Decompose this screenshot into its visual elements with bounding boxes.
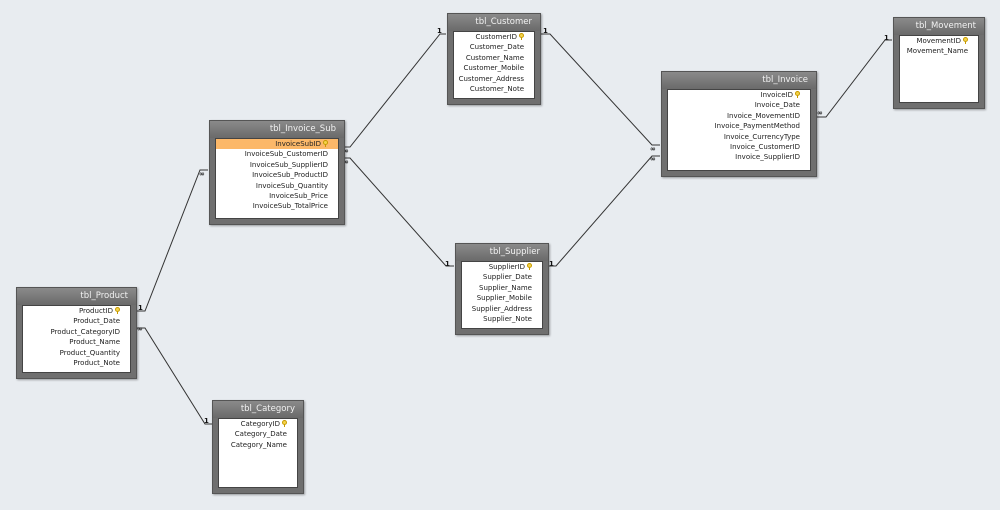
table-customer[interactable]: tbl_Customer CustomerID Customer_Date Cu… (447, 13, 541, 105)
relationship-line-invoice-movement[interactable] (816, 39, 892, 118)
relationship-line-invoice-supplier[interactable] (547, 155, 660, 267)
label-one-customer-right: 1 (543, 27, 548, 35)
table-invoice-fields: InvoiceID Invoice_Date Invoice_MovementI… (667, 89, 811, 171)
field-product-category-id[interactable]: Product_CategoryID (50, 327, 120, 336)
primary-key-icon (963, 37, 968, 44)
table-product-title[interactable]: tbl_Product (17, 288, 136, 305)
field-invoicesub-product-id[interactable]: InvoiceSub_ProductID (252, 171, 328, 180)
table-movement-title[interactable]: tbl_Movement (894, 18, 984, 35)
field-supplier-date[interactable]: Supplier_Date (482, 273, 532, 282)
field-invoice-payment-method[interactable]: Invoice_PaymentMethod (714, 122, 800, 131)
label-many-invoice-movement: ∞ (817, 109, 823, 117)
field-customer-date[interactable]: Customer_Date (469, 43, 524, 52)
table-supplier-fields: SupplierID Supplier_Date Supplier_Name S… (461, 261, 543, 329)
label-one-category: 1 (204, 417, 209, 425)
label-one-supplier-right: 1 (549, 260, 554, 268)
field-supplier-id[interactable]: SupplierID (462, 262, 542, 272)
table-invoice-title[interactable]: tbl_Invoice (662, 72, 816, 89)
field-product-name[interactable]: Product_Name (69, 338, 120, 347)
field-category-id[interactable]: CategoryID (219, 419, 297, 429)
table-invoice-sub[interactable]: tbl_Invoice_Sub InvoiceSubID InvoiceSub_… (209, 120, 345, 225)
field-invoice-supplier-id[interactable]: Invoice_SupplierID (735, 153, 800, 162)
table-supplier[interactable]: tbl_Supplier SupplierID Supplier_Date Su… (455, 243, 549, 335)
field-product-note[interactable]: Product_Note (73, 358, 120, 367)
field-supplier-address[interactable]: Supplier_Address (471, 304, 532, 313)
field-invoicesub-price[interactable]: InvoiceSub_Price (269, 191, 328, 200)
table-customer-fields: CustomerID Customer_Date Customer_Name C… (453, 31, 535, 99)
field-invoice-customer-id[interactable]: Invoice_CustomerID (730, 142, 800, 151)
primary-key-icon (519, 33, 524, 40)
field-invoice-movement-id[interactable]: Invoice_MovementID (726, 111, 800, 120)
field-customer-id[interactable]: CustomerID (454, 32, 534, 42)
field-supplier-mobile[interactable]: Supplier_Mobile (476, 294, 532, 303)
label-one-movement: 1 (884, 34, 889, 42)
primary-key-icon (282, 420, 287, 427)
label-one-customer: 1 (437, 27, 442, 35)
field-movement-id[interactable]: MovementID (900, 36, 978, 46)
field-invoice-id[interactable]: InvoiceID (668, 90, 810, 100)
field-customer-name[interactable]: Customer_Name (465, 53, 524, 62)
table-invoice-sub-fields: InvoiceSubID InvoiceSub_CustomerID Invoi… (215, 138, 339, 219)
field-category-name[interactable]: Category_Name (230, 440, 287, 449)
relationship-line-invoicesub-customer[interactable] (343, 33, 446, 148)
field-invoicesub-total-price[interactable]: InvoiceSub_TotalPrice (252, 202, 328, 211)
label-many-invoicesub-product: ∞ (199, 170, 205, 178)
primary-key-icon (795, 91, 800, 98)
label-many-invoice-customer: ∞ (650, 145, 656, 153)
field-category-date[interactable]: Category_Date (234, 430, 287, 439)
table-category-title[interactable]: tbl_Category (213, 401, 303, 418)
table-invoice-sub-title[interactable]: tbl_Invoice_Sub (210, 121, 344, 138)
table-invoice[interactable]: tbl_Invoice InvoiceID Invoice_Date Invoi… (661, 71, 817, 177)
label-many-product-category: ∞ (137, 325, 143, 333)
field-customer-address[interactable]: Customer_Address (458, 74, 524, 83)
label-many-invoicesub-supplier: ∞ (343, 158, 349, 166)
field-invoicesub-id[interactable]: InvoiceSubID (216, 139, 338, 150)
field-invoicesub-quantity[interactable]: InvoiceSub_Quantity (255, 181, 328, 190)
relationship-line-invoice-customer[interactable] (540, 33, 660, 146)
table-category-fields: CategoryID Category_Date Category_Name (218, 418, 298, 488)
relationship-line-invoicesub-supplier[interactable] (343, 157, 454, 267)
primary-key-icon (323, 140, 328, 147)
label-many-invoicesub-customer: ∞ (343, 147, 349, 155)
table-movement-fields: MovementID Movement_Name (899, 35, 979, 103)
table-supplier-title[interactable]: tbl_Supplier (456, 244, 548, 261)
table-customer-title[interactable]: tbl_Customer (448, 14, 540, 31)
relationship-line-invoicesub-product[interactable] (135, 169, 208, 312)
field-customer-mobile[interactable]: Customer_Mobile (463, 64, 524, 73)
field-supplier-name[interactable]: Supplier_Name (479, 283, 532, 292)
label-one-supplier: 1 (445, 260, 450, 268)
field-customer-note[interactable]: Customer_Note (469, 84, 524, 93)
field-movement-name[interactable]: Movement_Name (906, 47, 968, 56)
field-invoice-date[interactable]: Invoice_Date (754, 101, 800, 110)
field-invoicesub-customer-id[interactable]: InvoiceSub_CustomerID (244, 150, 328, 159)
primary-key-icon (115, 307, 120, 314)
primary-key-icon (527, 263, 532, 270)
label-one-product: 1 (138, 304, 143, 312)
table-category[interactable]: tbl_Category CategoryID Category_Date Ca… (212, 400, 304, 494)
label-many-invoice-supplier: ∞ (650, 155, 656, 163)
field-product-quantity[interactable]: Product_Quantity (59, 348, 120, 357)
relationship-line-product-category[interactable] (135, 327, 212, 425)
table-product[interactable]: tbl_Product ProductID Product_Date Produ… (16, 287, 137, 379)
table-product-fields: ProductID Product_Date Product_CategoryI… (22, 305, 131, 373)
field-product-date[interactable]: Product_Date (73, 317, 120, 326)
field-supplier-note[interactable]: Supplier_Note (483, 314, 532, 323)
field-invoice-currency-type[interactable]: Invoice_CurrencyType (723, 132, 800, 141)
table-movement[interactable]: tbl_Movement MovementID Movement_Name (893, 17, 985, 109)
field-invoicesub-supplier-id[interactable]: InvoiceSub_SupplierID (249, 160, 328, 169)
field-product-id[interactable]: ProductID (23, 306, 130, 316)
